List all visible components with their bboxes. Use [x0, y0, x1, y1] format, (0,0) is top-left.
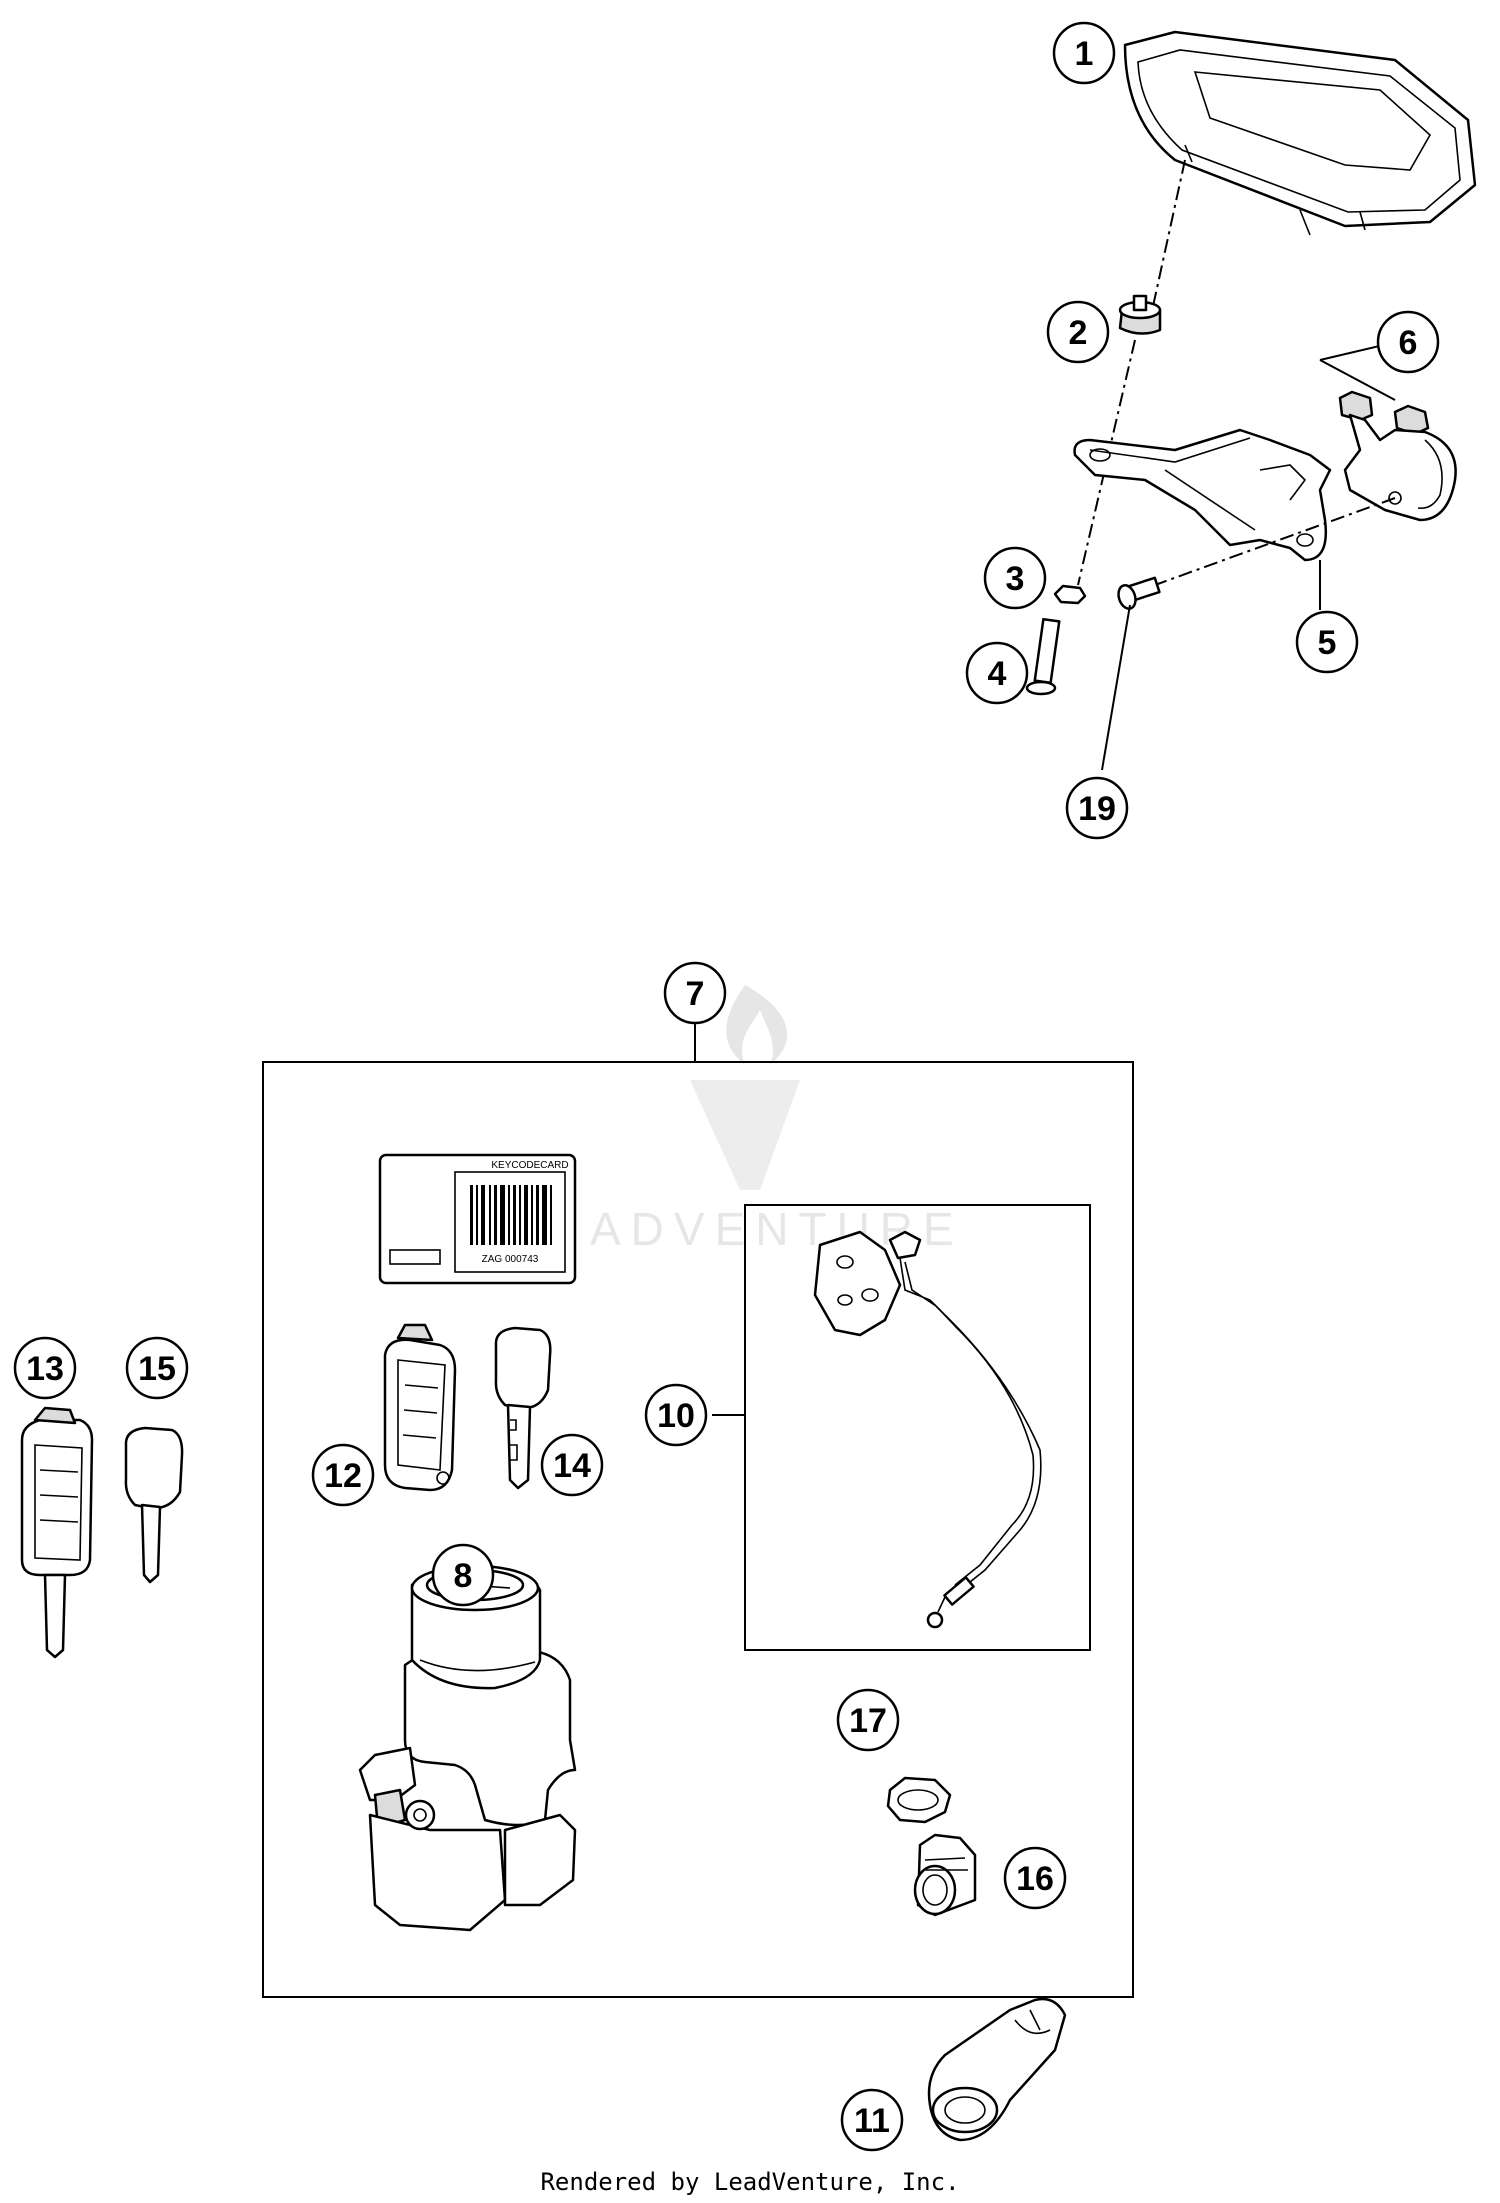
callout-6: 6: [1376, 310, 1440, 374]
instrument-cluster: [1123, 30, 1477, 236]
svg-text:16: 16: [1016, 1860, 1054, 1898]
svg-text:6: 6: [1399, 324, 1418, 362]
callout-8: 8: [431, 1543, 495, 1607]
svg-text:5: 5: [1318, 624, 1337, 662]
handlebar-clamp: [1338, 390, 1457, 522]
callout-12: 12: [311, 1443, 375, 1507]
ignition-lock: [358, 1564, 577, 1932]
callout-1: 1: [1052, 21, 1116, 85]
callout-19: 19: [1065, 776, 1129, 840]
rubber-bushing: [1118, 294, 1162, 335]
svg-text:11: 11: [854, 2102, 890, 2140]
cluster-bracket: [1073, 428, 1332, 562]
seat-lock-cable: [813, 1230, 1042, 1629]
lock-set-frame: [262, 1061, 1134, 1998]
key-code-card-code: ZAG 000743: [482, 1254, 539, 1265]
svg-text:7: 7: [686, 975, 705, 1013]
lock-cylinder: [913, 1833, 977, 1917]
callout-14: 14: [540, 1433, 604, 1497]
callout-16: 16: [1003, 1846, 1067, 1910]
svg-text:14: 14: [553, 1447, 591, 1485]
svg-text:13: 13: [26, 1350, 64, 1388]
callout-13: 13: [13, 1336, 77, 1400]
callout-3: 3: [983, 546, 1047, 610]
callout-2: 2: [1046, 300, 1110, 364]
svg-text:3: 3: [1006, 560, 1025, 598]
svg-text:12: 12: [324, 1457, 362, 1495]
washer: [1053, 584, 1087, 605]
key-fob: [383, 1323, 457, 1492]
callout-10: 10: [644, 1383, 708, 1447]
watermark: ADVENTURE: [590, 985, 954, 1255]
svg-text:4: 4: [988, 655, 1007, 693]
screw: [1117, 576, 1161, 610]
screw: [1025, 617, 1061, 696]
footer-credit: Rendered by LeadVenture, Inc.: [540, 2168, 960, 2196]
callout-4: 4: [965, 641, 1029, 705]
callout-11: 11: [840, 2088, 904, 2152]
key-code-card: KEYCODECARD ZAG 000743: [378, 1153, 577, 1285]
callout-7: 7: [663, 961, 727, 1025]
svg-text:17: 17: [849, 1702, 887, 1740]
nut: [886, 1776, 952, 1824]
key: [494, 1326, 552, 1490]
key: [124, 1426, 184, 1584]
svg-text:15: 15: [138, 1350, 176, 1388]
callout-17: 17: [836, 1688, 900, 1752]
seat-lock-cable-frame: [744, 1204, 1091, 1651]
svg-text:1: 1: [1075, 35, 1094, 73]
key-code-card-header: KEYCODECARD: [491, 1160, 568, 1171]
svg-text:19: 19: [1078, 790, 1116, 828]
callout-5: 5: [1295, 610, 1359, 674]
key-fob: [20, 1406, 94, 1659]
callout-15: 15: [125, 1336, 189, 1400]
lock-cover: [927, 1997, 1067, 2142]
svg-text:2: 2: [1069, 314, 1088, 352]
svg-text:10: 10: [657, 1397, 695, 1435]
svg-text:8: 8: [454, 1557, 473, 1595]
